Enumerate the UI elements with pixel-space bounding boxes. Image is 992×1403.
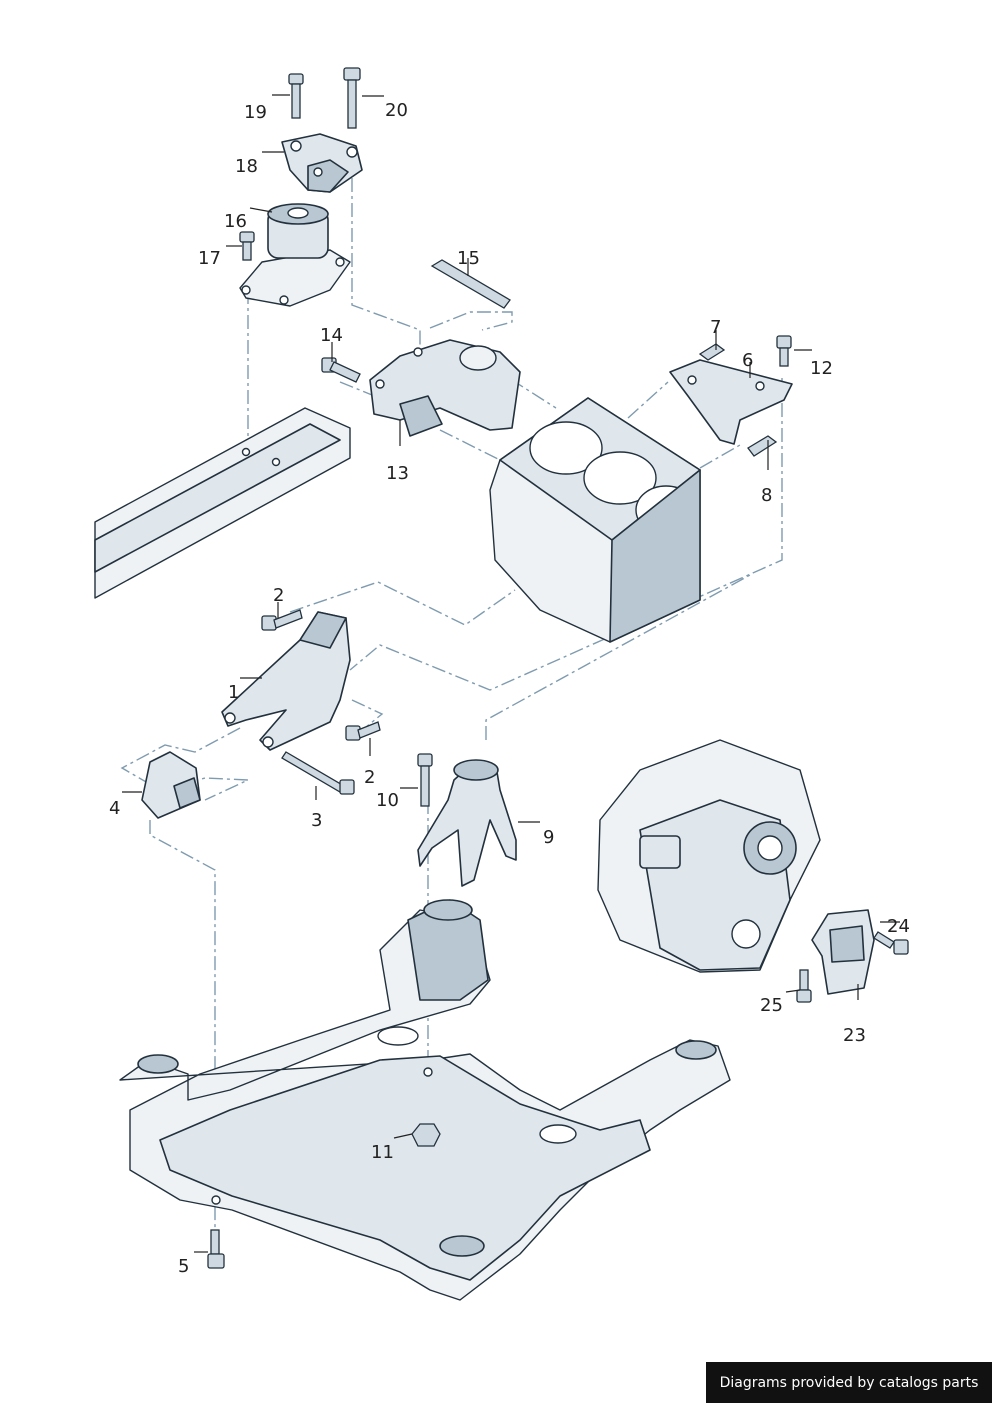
bracket-13 — [369, 339, 521, 437]
bolt-19 — [288, 73, 304, 119]
callout-25: 25 — [760, 995, 783, 1016]
callout-13: 13 — [386, 463, 409, 484]
bolt-5 — [207, 1229, 225, 1269]
callout-15: 15 — [457, 248, 480, 269]
bolt-8 — [747, 435, 778, 457]
longitudinal-member — [94, 407, 351, 599]
callout-leaders — [122, 94, 900, 1253]
transmission — [597, 739, 821, 973]
callout-labels: 19 20 18 16 17 15 14 13 7 6 12 8 2 1 2 3… — [109, 100, 910, 1277]
callout-4: 4 — [109, 798, 120, 819]
bracket-1 — [221, 611, 351, 751]
callout-6: 6 — [742, 350, 753, 371]
callout-20: 20 — [385, 100, 408, 121]
callout-17: 17 — [198, 248, 221, 269]
callout-5: 5 — [178, 1256, 189, 1277]
bolt-25 — [796, 969, 812, 1003]
callout-18: 18 — [235, 156, 258, 177]
callout-3: 3 — [311, 810, 322, 831]
bolt-2-lower — [345, 721, 381, 741]
callout-14: 14 — [320, 325, 343, 346]
callout-12: 12 — [810, 358, 833, 379]
callout-10: 10 — [376, 790, 399, 811]
bolt-10 — [417, 753, 433, 807]
bolt-15 — [430, 259, 511, 309]
callout-7: 7 — [710, 317, 721, 338]
credit-banner: Diagrams provided by catalogs parts — [706, 1362, 992, 1403]
mount-23 — [811, 909, 875, 995]
callout-9: 9 — [543, 827, 554, 848]
callout-2-upper: 2 — [273, 585, 284, 606]
callout-24: 24 — [887, 916, 910, 937]
callout-16: 16 — [224, 211, 247, 232]
bolt-24 — [873, 931, 909, 955]
engine-mount-16 — [239, 203, 351, 307]
callout-19: 19 — [244, 102, 267, 123]
bolt-3 — [281, 751, 355, 795]
callout-1: 1 — [228, 682, 239, 703]
mount-4 — [141, 751, 201, 819]
callout-23: 23 — [843, 1025, 866, 1046]
bolt-17 — [239, 231, 255, 261]
bolt-14 — [321, 357, 361, 383]
bolt-7 — [698, 343, 726, 361]
callout-8: 8 — [761, 485, 772, 506]
assembly-guide-lines — [120, 178, 783, 1235]
bolt-2-upper — [261, 609, 303, 631]
bracket-18 — [281, 133, 363, 193]
nut-11 — [411, 1123, 441, 1147]
support-9 — [417, 759, 517, 887]
subframe — [119, 899, 731, 1301]
bolt-12 — [776, 335, 792, 367]
bracket-6 — [669, 359, 793, 445]
callout-2-lower: 2 — [364, 767, 375, 788]
bolt-20 — [343, 67, 361, 129]
engine-block — [489, 397, 701, 643]
callout-11: 11 — [371, 1142, 394, 1163]
